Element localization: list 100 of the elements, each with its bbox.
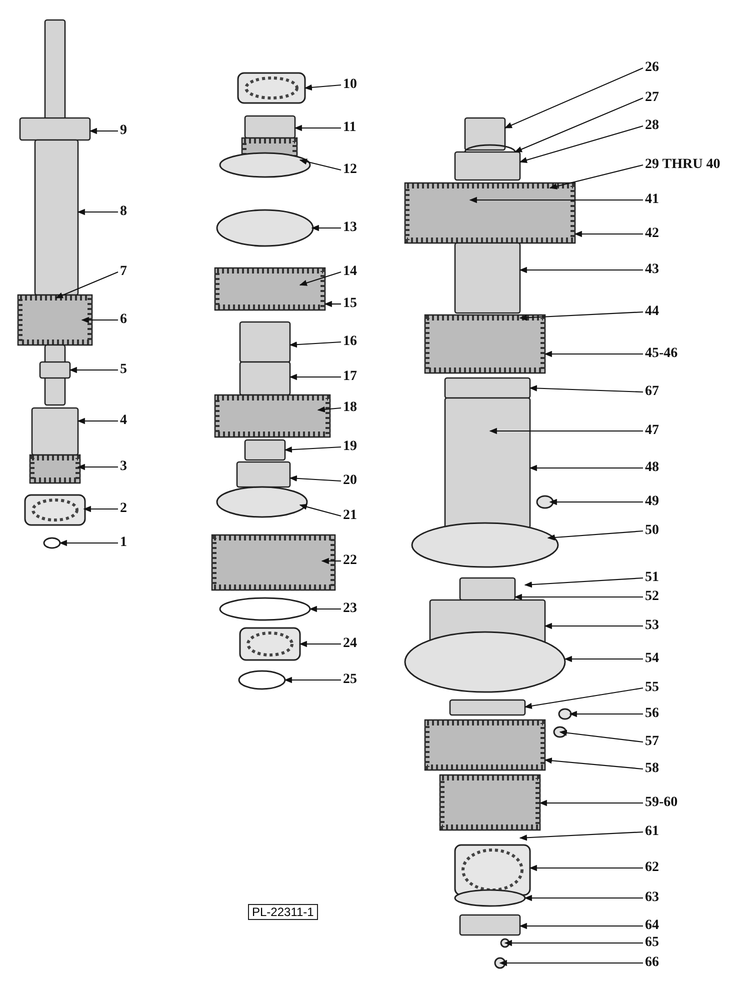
callout-number: 23	[343, 601, 357, 617]
leader-line	[469, 196, 643, 204]
leader-line	[544, 758, 644, 770]
callout-number: 45-46	[645, 346, 678, 362]
leader-line	[544, 622, 643, 630]
leader-line	[317, 406, 342, 412]
leader-line	[284, 446, 342, 453]
callout-number: 2	[120, 501, 127, 517]
leader-line	[299, 640, 341, 648]
leader-line	[299, 504, 342, 517]
leader-line	[299, 158, 342, 171]
leader-line	[55, 272, 118, 298]
leader-line	[69, 366, 118, 374]
callout-number: 44	[645, 304, 659, 320]
leader-line	[529, 464, 643, 472]
callout-number: 19	[343, 439, 357, 455]
callout-number: 26	[645, 60, 659, 76]
callout-number: 64	[645, 918, 659, 934]
leader-line	[569, 710, 643, 718]
leader-line	[519, 831, 644, 841]
callout-number: 1	[120, 535, 127, 551]
callout-number: 10	[343, 77, 357, 93]
callout-number: 58	[645, 761, 659, 777]
leader-line	[299, 271, 342, 286]
callout-number: 52	[645, 589, 659, 605]
callout-number: 51	[645, 570, 659, 586]
callout-number: 12	[343, 162, 357, 178]
leader-line	[289, 475, 342, 482]
leader-line	[544, 350, 643, 358]
callout-number: 62	[645, 860, 659, 876]
leader-line	[524, 894, 643, 902]
callout-number: 47	[645, 423, 659, 439]
leader-line	[77, 464, 118, 470]
callout-number: 57	[645, 734, 659, 750]
leader-line	[489, 428, 643, 434]
callout-number: 63	[645, 890, 659, 906]
leader-line	[519, 266, 643, 274]
leader-line	[324, 300, 341, 308]
leader-line	[83, 506, 118, 512]
leader-line	[524, 687, 644, 709]
leader-line	[504, 68, 644, 128]
callout-number: 41	[645, 192, 659, 208]
callout-number: 7	[120, 264, 127, 280]
plate-number: PL-22311-1	[248, 904, 318, 920]
callout-number: 43	[645, 262, 659, 278]
leader-line	[514, 594, 643, 600]
leader-line	[77, 418, 118, 424]
callout-number: 29 THRU 40	[645, 157, 720, 173]
callout-number: 14	[343, 264, 357, 280]
leader-line	[289, 374, 341, 380]
leader-line	[559, 730, 644, 743]
callout-number: 21	[343, 508, 357, 524]
leader-line	[529, 385, 644, 393]
leader-line	[519, 125, 644, 163]
callout-number: 54	[645, 651, 659, 667]
leader-line	[77, 208, 118, 216]
leader-line	[284, 676, 341, 684]
leader-line	[547, 530, 644, 541]
leader-line	[289, 341, 342, 348]
leader-line	[321, 558, 341, 564]
leader-line	[524, 577, 644, 588]
callout-number: 24	[343, 636, 357, 652]
callout-number: 13	[343, 220, 357, 236]
callout-number: 15	[343, 296, 357, 312]
callout-number: 16	[343, 334, 357, 350]
leader-line	[59, 540, 118, 546]
callout-number: 59-60	[645, 795, 678, 811]
leader-line	[309, 606, 341, 612]
leader-line	[311, 224, 341, 232]
callout-number: 20	[343, 473, 357, 489]
callout-number: 53	[645, 618, 659, 634]
callout-number: 27	[645, 90, 659, 106]
leader-line	[539, 800, 643, 806]
callout-number: 55	[645, 680, 659, 696]
callout-number: 18	[343, 400, 357, 416]
callout-number: 5	[120, 362, 127, 378]
callout-number: 65	[645, 935, 659, 951]
leader-line	[504, 940, 643, 946]
leader-line	[499, 960, 643, 966]
leader-line	[519, 311, 644, 321]
leader-line	[519, 922, 643, 930]
leader-line	[89, 128, 118, 134]
callout-number: 48	[645, 460, 659, 476]
leader-line	[514, 98, 644, 152]
callout-number: 56	[645, 706, 659, 722]
leader-line	[564, 656, 643, 662]
callout-number: 67	[645, 384, 659, 400]
callout-number: 49	[645, 494, 659, 510]
callout-number: 3	[120, 459, 127, 475]
callout-number: 9	[120, 123, 127, 139]
callout-number: 42	[645, 226, 659, 242]
callout-number: 61	[645, 824, 659, 840]
leader-line	[529, 864, 643, 872]
leader-line	[549, 498, 643, 506]
callout-number: 25	[343, 672, 357, 688]
callout-number: 22	[343, 553, 357, 569]
leader-line	[81, 316, 118, 324]
leader-line	[294, 124, 341, 132]
callout-number: 4	[120, 413, 127, 429]
leader-line	[549, 164, 644, 190]
